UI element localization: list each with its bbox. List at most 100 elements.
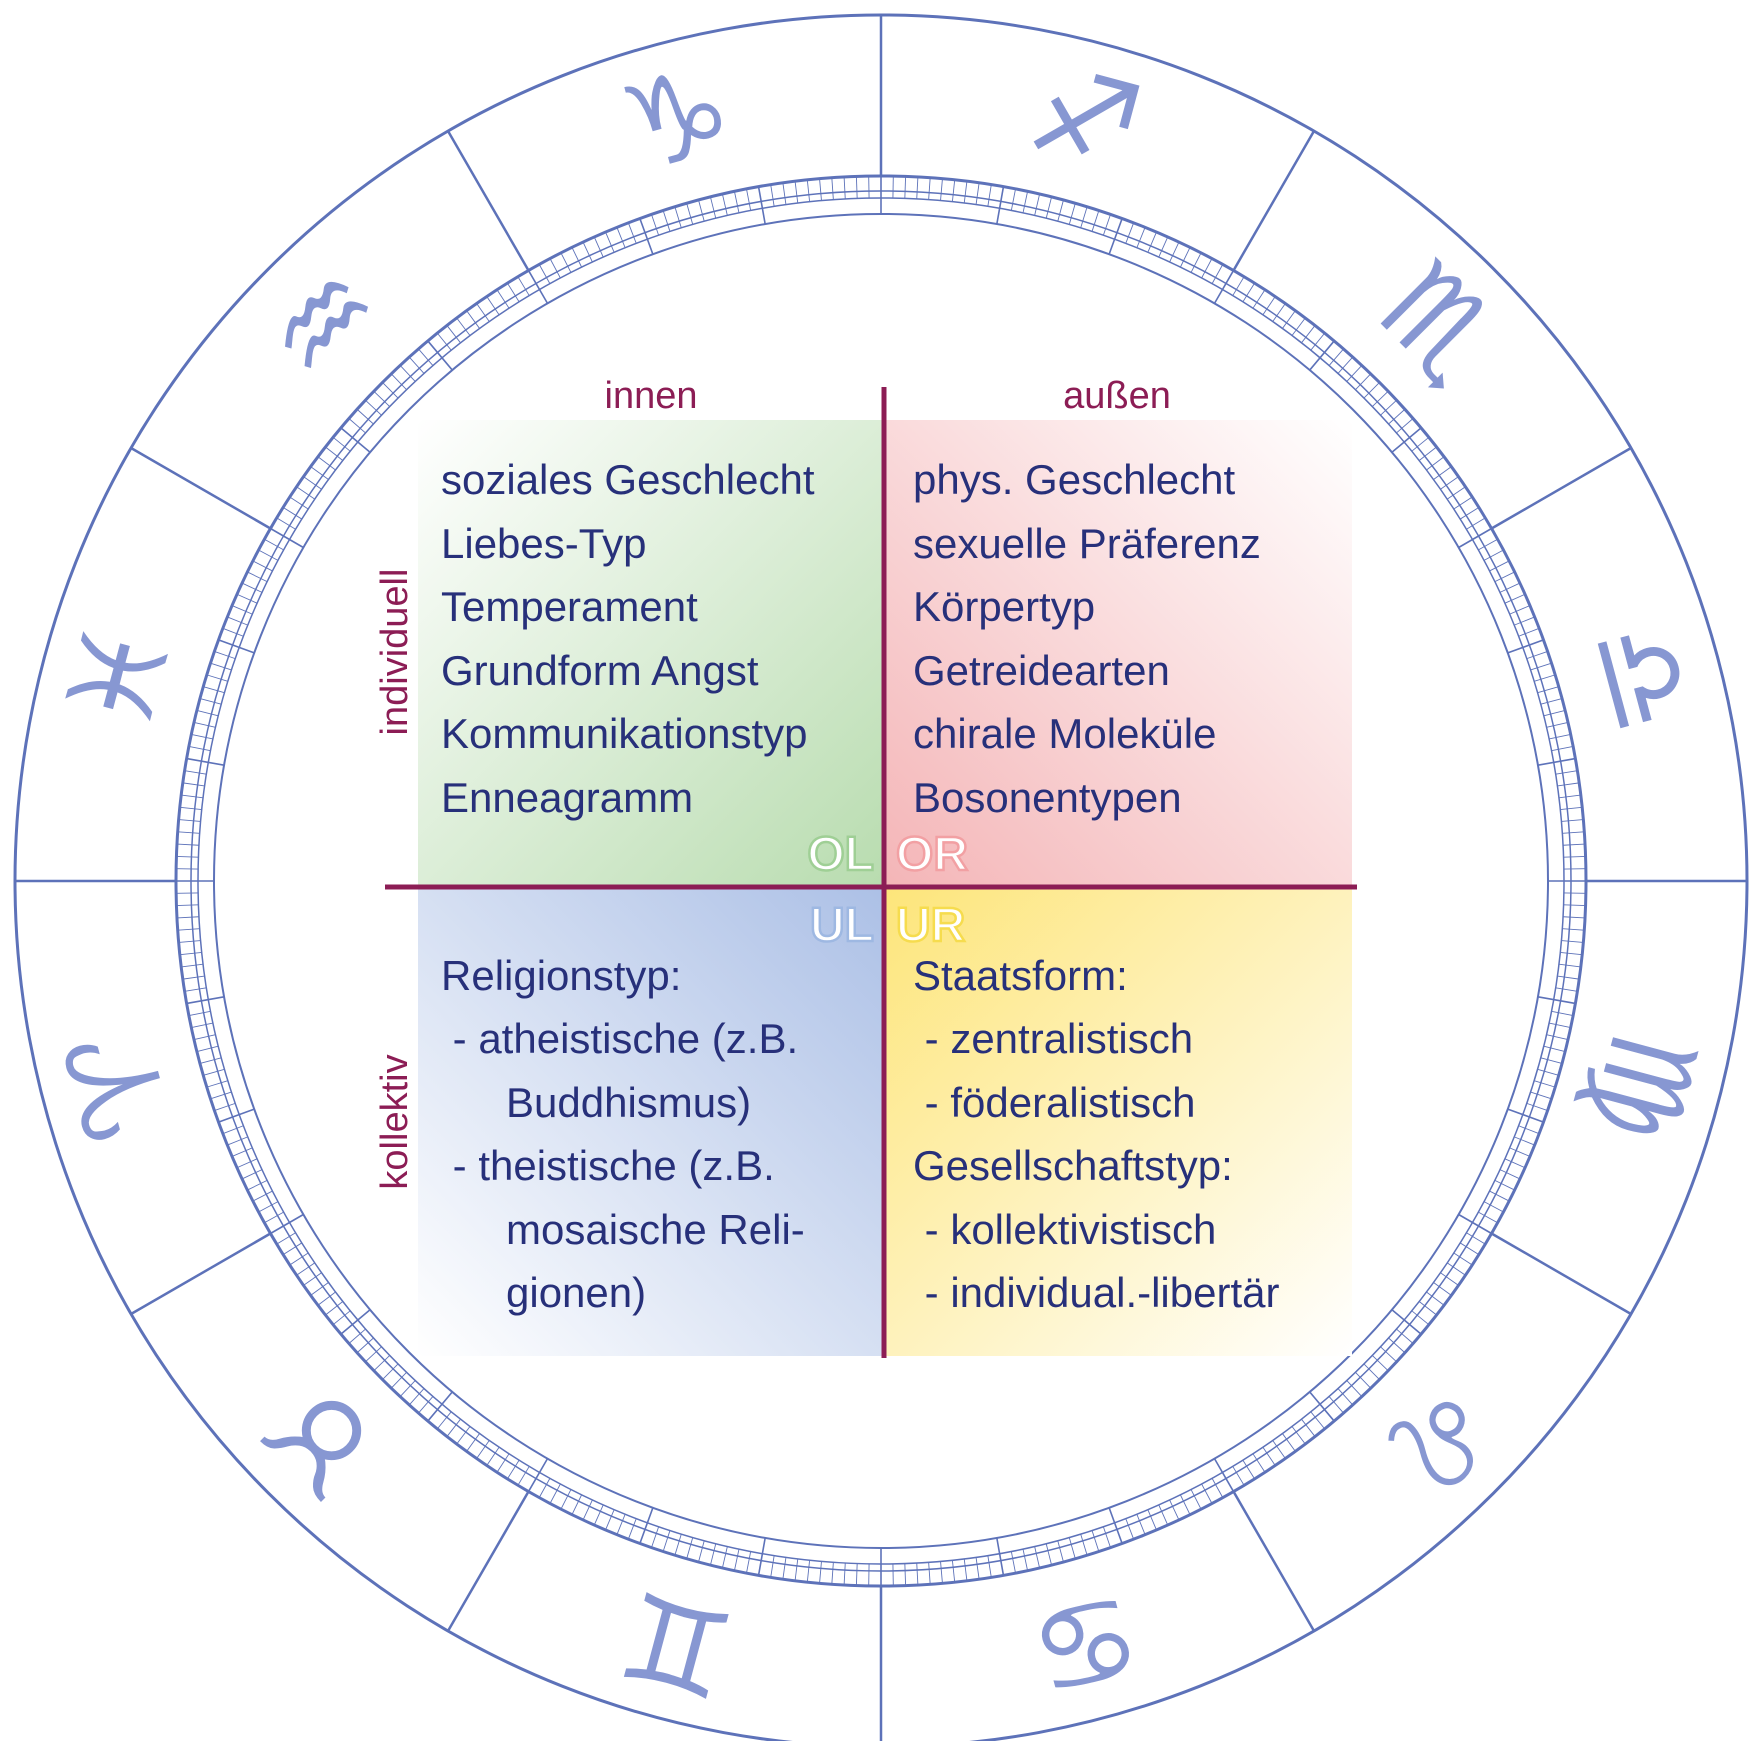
degree-tick	[1459, 1242, 1480, 1255]
degree-tick	[1371, 1355, 1389, 1372]
degree-tick	[310, 466, 329, 480]
degree-tick	[1560, 806, 1583, 811]
sign-divider	[1490, 1232, 1632, 1316]
degree-tick	[757, 186, 766, 225]
sign-divider	[130, 446, 272, 530]
list-item: - theistische (z.B.	[441, 1142, 775, 1189]
degree-tick	[206, 1080, 228, 1088]
degree-ticks	[176, 176, 1586, 1586]
degree-tick	[418, 348, 434, 366]
degree-tick	[476, 303, 490, 322]
degree-tick	[227, 616, 248, 626]
degree-tick	[1080, 1534, 1088, 1556]
degree-tick	[940, 178, 943, 201]
degree-tick	[1543, 1045, 1566, 1052]
degree-tick	[1136, 1514, 1146, 1535]
degree-tick	[282, 1242, 303, 1255]
degree-tick	[1355, 373, 1372, 391]
degree-tick	[1057, 199, 1064, 222]
degree-tick	[1310, 1411, 1326, 1430]
degree-tick	[1507, 1108, 1544, 1123]
degree-tick	[373, 390, 391, 407]
degree-tick	[1201, 1483, 1213, 1504]
degree-tick	[270, 527, 304, 549]
quadrant-ur-background	[884, 888, 1352, 1356]
degree-tick	[916, 176, 919, 199]
degree-tick	[382, 1363, 399, 1380]
degree-tick	[627, 1518, 637, 1540]
degree-tick	[651, 1526, 660, 1548]
degree-tick	[710, 196, 717, 219]
degree-tick	[1242, 282, 1255, 303]
degree-tick	[975, 182, 980, 205]
degree-tick	[365, 1346, 382, 1363]
degree-tick	[1548, 1022, 1571, 1029]
degree-tick	[222, 1125, 244, 1135]
capricorn-icon: ♑	[607, 39, 747, 201]
degree-tick	[538, 1478, 551, 1498]
degree-tick	[181, 794, 204, 799]
degree-tick	[1466, 1232, 1486, 1245]
degree-tick	[1136, 227, 1146, 248]
degree-tick	[1446, 1262, 1466, 1276]
degree-tick	[1252, 289, 1266, 309]
degree-tick	[227, 1136, 248, 1146]
degree-tick	[639, 218, 654, 255]
degree-tick	[241, 582, 263, 593]
degree-tick	[1551, 1010, 1574, 1016]
degree-tick	[549, 258, 561, 279]
quadrant-ul-background	[418, 888, 884, 1356]
degree-tick	[496, 289, 510, 309]
degree-tick	[1478, 538, 1498, 551]
degree-tick	[1561, 940, 1584, 943]
degree-tick	[1282, 1433, 1296, 1452]
degree-tick	[348, 1328, 366, 1344]
degree-tick	[1282, 310, 1296, 329]
degree-tick	[456, 1426, 471, 1445]
degree-tick	[1328, 1396, 1344, 1414]
degree-tick	[1504, 593, 1526, 604]
degree-tick	[332, 1310, 351, 1326]
degree-tick	[928, 1562, 931, 1585]
degree-tick	[757, 1537, 766, 1576]
degree-tick	[258, 549, 279, 561]
degree-tick	[1540, 1057, 1563, 1064]
degree-tick	[1466, 517, 1486, 530]
degree-tick	[188, 746, 211, 752]
degree-tick	[1102, 1526, 1111, 1548]
degree-tick	[1453, 496, 1473, 510]
degree-tick	[176, 904, 199, 907]
degree-tick	[356, 408, 374, 425]
degree-tick	[674, 1534, 682, 1556]
degree-tick	[1509, 1147, 1531, 1157]
degree-tick	[191, 1022, 214, 1029]
degree-tick	[446, 325, 461, 344]
aries-icon: ♈	[39, 1015, 201, 1155]
list-item: Kommunikationstyp	[441, 710, 808, 757]
degree-tick	[1518, 1125, 1540, 1135]
degree-tick	[1489, 560, 1510, 572]
quadrant-code-ol: OL	[807, 828, 874, 881]
degree-tick	[1440, 476, 1459, 490]
degree-tick	[317, 1291, 336, 1306]
degree-tick	[1262, 1446, 1276, 1466]
degree-tick	[996, 1537, 1005, 1576]
quadrant-ur-list: Staatsform: - zentralistisch - föderalis…	[913, 952, 1279, 1316]
degree-tick	[662, 1530, 671, 1552]
degree-tick	[486, 1446, 500, 1466]
degree-tick	[325, 446, 344, 461]
degree-tick	[1526, 651, 1548, 660]
degree-tick	[1483, 1201, 1504, 1213]
sign-divider	[130, 1232, 272, 1316]
degree-tick	[296, 486, 316, 500]
degree-tick	[1499, 582, 1521, 593]
degree-tick	[1446, 486, 1466, 500]
degree-tick	[806, 1560, 811, 1583]
degree-tick	[1543, 710, 1566, 717]
degree-tick	[184, 987, 207, 992]
degree-tick	[196, 1045, 219, 1052]
row-header-kollektiv: kollektiv	[374, 1054, 416, 1189]
degree-tick	[806, 179, 811, 202]
degree-tick	[456, 317, 471, 336]
degree-tick	[340, 427, 371, 453]
